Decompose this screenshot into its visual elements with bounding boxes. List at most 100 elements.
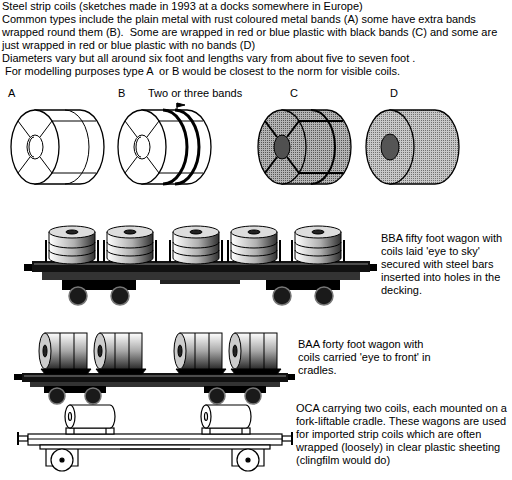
coil-band (295, 250, 341, 256)
coil-band (49, 250, 95, 256)
coil-band (250, 333, 251, 369)
bba-coils (46, 226, 344, 264)
coil-band (209, 333, 210, 369)
coil-eye (233, 345, 237, 357)
coil-eye (66, 230, 78, 234)
oca-wagon (18, 432, 292, 471)
buffer (14, 374, 22, 380)
buffer (24, 264, 32, 271)
coil-eye (381, 134, 399, 160)
coil-band (107, 242, 153, 248)
cradle (176, 369, 226, 374)
coil-top (49, 226, 95, 238)
wheel (69, 287, 87, 305)
steel-bar (169, 240, 171, 262)
band-note: Two or three bands (148, 87, 242, 100)
underframe (40, 445, 270, 449)
underframe (120, 448, 190, 449)
coil-band (52, 173, 96, 174)
coil-band (264, 333, 265, 369)
coil-band (159, 173, 203, 174)
side-coil (174, 333, 226, 374)
coil-eye (124, 230, 136, 234)
steel-bar (103, 240, 105, 262)
steel-bar (227, 240, 229, 262)
coil-band (18, 121, 30, 137)
upright-coil (46, 226, 98, 264)
buffer (282, 436, 292, 441)
coil-eye-depth (136, 137, 141, 157)
coil-type-letter: D (390, 87, 398, 100)
coil-band (195, 333, 196, 369)
buffer (288, 374, 295, 380)
baa-coils (39, 333, 281, 374)
coil-type-letter: B (118, 87, 125, 100)
oca-coils (65, 405, 251, 434)
coil-band (173, 242, 219, 248)
side-coil (94, 333, 146, 374)
coil-eye (27, 135, 43, 159)
coil-band (147, 157, 159, 173)
wheel (237, 449, 259, 471)
coil-band (107, 250, 153, 256)
side-coil (39, 333, 91, 374)
coil-band (40, 121, 52, 137)
steel-bar (221, 240, 223, 262)
note-text: For modelling purposes type A or B would… (2, 65, 508, 78)
coil-band (287, 121, 299, 137)
coil-body (206, 405, 251, 428)
coil-b (118, 103, 211, 184)
cradle (96, 369, 146, 374)
wheel-hub (60, 458, 64, 462)
coil-eye (178, 345, 182, 357)
wagon-caption: BBA fifty foot wagon with coils laid 'ey… (381, 232, 509, 297)
coil-band (299, 120, 343, 122)
coil-band (299, 172, 343, 174)
coil-band (159, 121, 203, 122)
coil-face (11, 110, 59, 184)
coil-band (18, 157, 30, 173)
fork-pocket (241, 428, 242, 434)
coil-a (11, 110, 104, 184)
wagon-caption: OCA carrying two coils, each mounted on … (296, 402, 509, 467)
wheels (69, 287, 333, 305)
coil-top (231, 226, 277, 238)
coil-band (147, 121, 159, 137)
baa-wagon (14, 373, 295, 404)
coil-band (40, 157, 52, 173)
steel-bar (343, 240, 345, 262)
upright-coil (228, 226, 280, 264)
buffer-head (291, 432, 293, 445)
coil-face (366, 110, 414, 184)
wheel-hub (246, 458, 250, 462)
coil-face (174, 333, 186, 369)
side-coil (229, 333, 281, 374)
wheel (111, 287, 129, 305)
wagon-caption: BAA forty foot wagon with coils carried … (298, 338, 448, 377)
wheel (245, 388, 261, 404)
coil-band (287, 157, 299, 173)
steel-bar (279, 240, 281, 262)
coil-type-letter: A (8, 87, 15, 100)
coil-eye (134, 135, 150, 159)
coil-face (118, 110, 166, 184)
cradle-coil (65, 405, 115, 434)
coil-eye (43, 345, 47, 357)
coil-band (265, 157, 277, 173)
coil-face (39, 333, 51, 369)
coil-face (65, 405, 75, 428)
fork-pocket (209, 428, 210, 434)
wheel (85, 388, 101, 404)
coil-band (295, 242, 341, 248)
coil-c (258, 110, 351, 184)
coil-eye-depth (29, 137, 34, 157)
steel-bar (45, 240, 47, 262)
coil-body (70, 405, 115, 428)
coil-band (173, 250, 219, 256)
coil-eye (312, 230, 324, 234)
note-text: Diameters vary but all around six foot a… (2, 52, 508, 65)
cradle (41, 369, 91, 374)
coil-face (258, 110, 306, 184)
